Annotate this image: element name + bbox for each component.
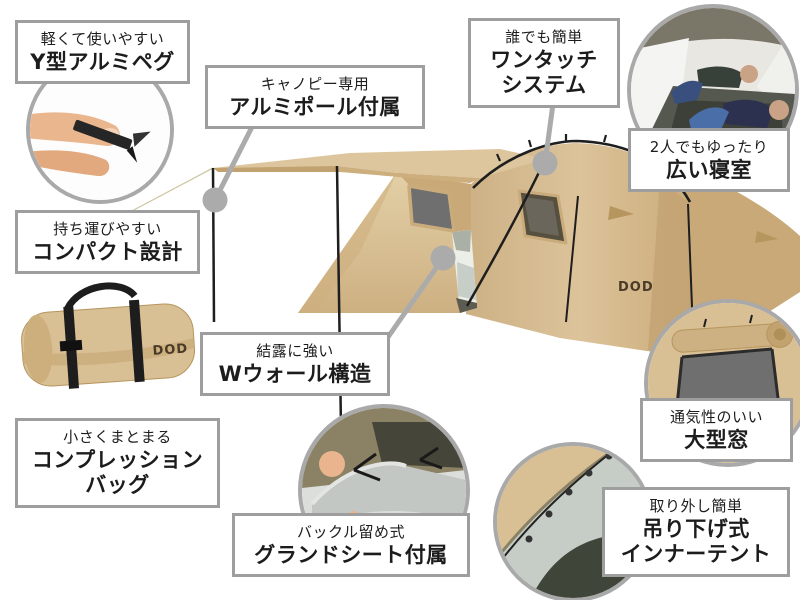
callout-subtitle: 2人でもゆったり xyxy=(649,138,769,156)
callout-title: アルミポール付属 xyxy=(229,94,401,119)
callout-subtitle: 誰でも簡単 xyxy=(505,28,583,46)
callout-title: グランドシート付属 xyxy=(254,542,448,567)
y-peg xyxy=(73,119,151,163)
callout-subtitle: キャノピー専用 xyxy=(260,75,370,93)
callout-compression-bag: 小さくまとまる コンプレッション バッグ xyxy=(15,418,220,508)
callout-canopy-pole: キャノピー専用 アルミポール付属 xyxy=(205,65,425,130)
callout-subtitle: 持ち運びやすい xyxy=(53,220,162,238)
callout-title: ワンタッチ xyxy=(490,47,598,72)
carry-bag-photo: DOD xyxy=(14,280,202,398)
callout-subtitle: バックル留め式 xyxy=(296,523,406,541)
callout-title: インナーテント xyxy=(620,542,772,567)
tent-brand-logo: DOD xyxy=(618,280,654,295)
connector-dot-w-wall xyxy=(430,245,456,271)
callout-subtitle: 結露に強い xyxy=(256,342,334,360)
callout-subtitle: 軽くて使いやすい xyxy=(40,30,165,48)
callout-subtitle: 通気性のいい xyxy=(669,408,763,426)
bag-brand-logo: DOD xyxy=(152,341,189,358)
callout-connectors xyxy=(202,103,558,342)
canopy-awning xyxy=(213,149,545,183)
connector-dot-onetouch xyxy=(532,150,558,176)
callout-onetouch: 誰でも簡単 ワンタッチ システム xyxy=(468,18,620,108)
callout-w-wall: 結露に強い Wウォール構造 xyxy=(200,332,390,397)
callout-title: Y型アルミペグ xyxy=(30,49,175,74)
callout-title: 大型窓 xyxy=(684,427,749,452)
callout-title: Wウォール構造 xyxy=(218,361,372,386)
callout-groundsheet: バックル留め式 グランドシート付属 xyxy=(232,513,470,578)
callout-subtitle: 取り外し簡単 xyxy=(649,497,743,515)
connector-dot-canopy-pole xyxy=(202,187,228,213)
callout-title: システム xyxy=(501,73,587,98)
callout-title: コンパクト設計 xyxy=(32,239,183,264)
callout-title: 吊り下げ式 xyxy=(642,516,750,541)
tent-porch xyxy=(298,172,477,313)
callout-y-peg: 軽くて使いやすい Y型アルミペグ xyxy=(15,20,190,85)
porch-mesh-window xyxy=(407,184,456,233)
vent-flap xyxy=(608,206,634,220)
callout-compact: 持ち運びやすい コンパクト設計 xyxy=(15,210,200,275)
callout-title: バッグ xyxy=(85,473,150,498)
vent-flap xyxy=(755,231,778,243)
callout-subtitle: 小さくまとまる xyxy=(63,428,172,446)
rolled-flap xyxy=(671,320,794,353)
callout-bedroom: 2人でもゆったり 広い寝室 xyxy=(628,128,790,193)
callout-inner-tent: 取り外し簡単 吊り下げ式 インナーテント xyxy=(602,487,790,577)
callout-window: 通気性のいい 大型窓 xyxy=(640,398,793,463)
callout-title: コンプレッション xyxy=(31,447,204,472)
callout-title: 広い寝室 xyxy=(666,157,752,182)
door-opening xyxy=(452,230,477,313)
